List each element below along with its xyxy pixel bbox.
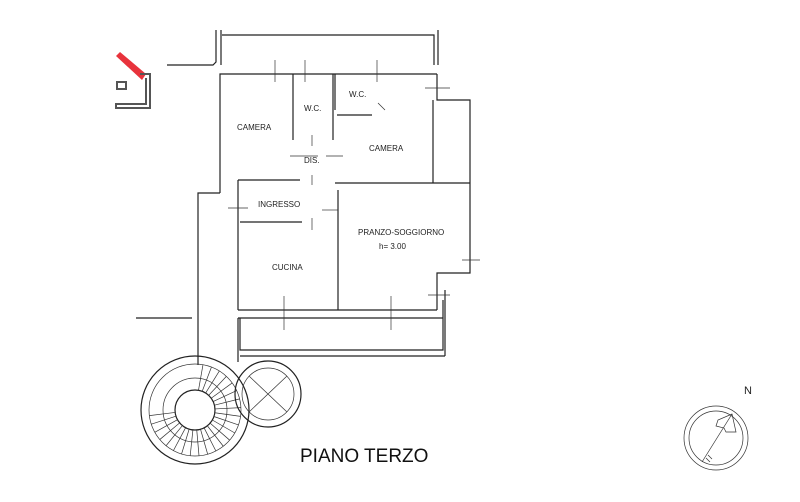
stair-tread xyxy=(212,390,237,402)
stair-tread xyxy=(214,412,241,417)
stair-tread xyxy=(151,415,177,425)
stair-tread xyxy=(205,370,220,394)
room-height: h= 3.00 xyxy=(379,242,406,251)
stair-tread xyxy=(209,422,230,441)
stair-tread xyxy=(154,419,178,433)
stair-tread xyxy=(165,425,183,446)
room-label-ingresso: INGRESSO xyxy=(258,200,300,209)
room-label-camera-right: CAMERA xyxy=(369,144,404,153)
walls xyxy=(136,60,480,365)
stair-tread xyxy=(208,376,227,396)
room-label-pranzo: PRANZO-SOGGIORNO xyxy=(358,228,444,237)
stair-tread xyxy=(149,412,176,416)
stair-tread xyxy=(214,407,241,410)
spiral-staircase xyxy=(140,355,250,465)
room-label-camera-left: CAMERA xyxy=(237,123,272,132)
room-label-wc-left: W.C. xyxy=(304,104,321,113)
stair-tread xyxy=(196,429,200,456)
stair-tread xyxy=(200,429,209,455)
room-label-wc-right: W.C. xyxy=(349,90,366,99)
plan-title: PIANO TERZO xyxy=(300,446,428,467)
stair-tread xyxy=(198,364,204,391)
stair-tread xyxy=(201,366,212,392)
room-label-cucina: CUCINA xyxy=(272,263,303,272)
north-label: N xyxy=(744,385,752,397)
top-balcony xyxy=(167,30,439,66)
logo xyxy=(115,52,151,109)
stair-tread xyxy=(173,427,186,451)
stair-tread xyxy=(203,427,217,452)
stair-tread xyxy=(189,429,194,456)
stair-tread xyxy=(210,382,233,399)
stair-tread xyxy=(159,422,180,440)
stair-tread xyxy=(207,425,224,447)
room-label-dis: DIS. xyxy=(304,156,320,165)
stair-tread xyxy=(212,419,236,434)
stair-tread xyxy=(181,429,190,455)
stair-tread xyxy=(213,416,239,426)
turret-room xyxy=(234,360,302,428)
north-compass xyxy=(683,405,749,471)
